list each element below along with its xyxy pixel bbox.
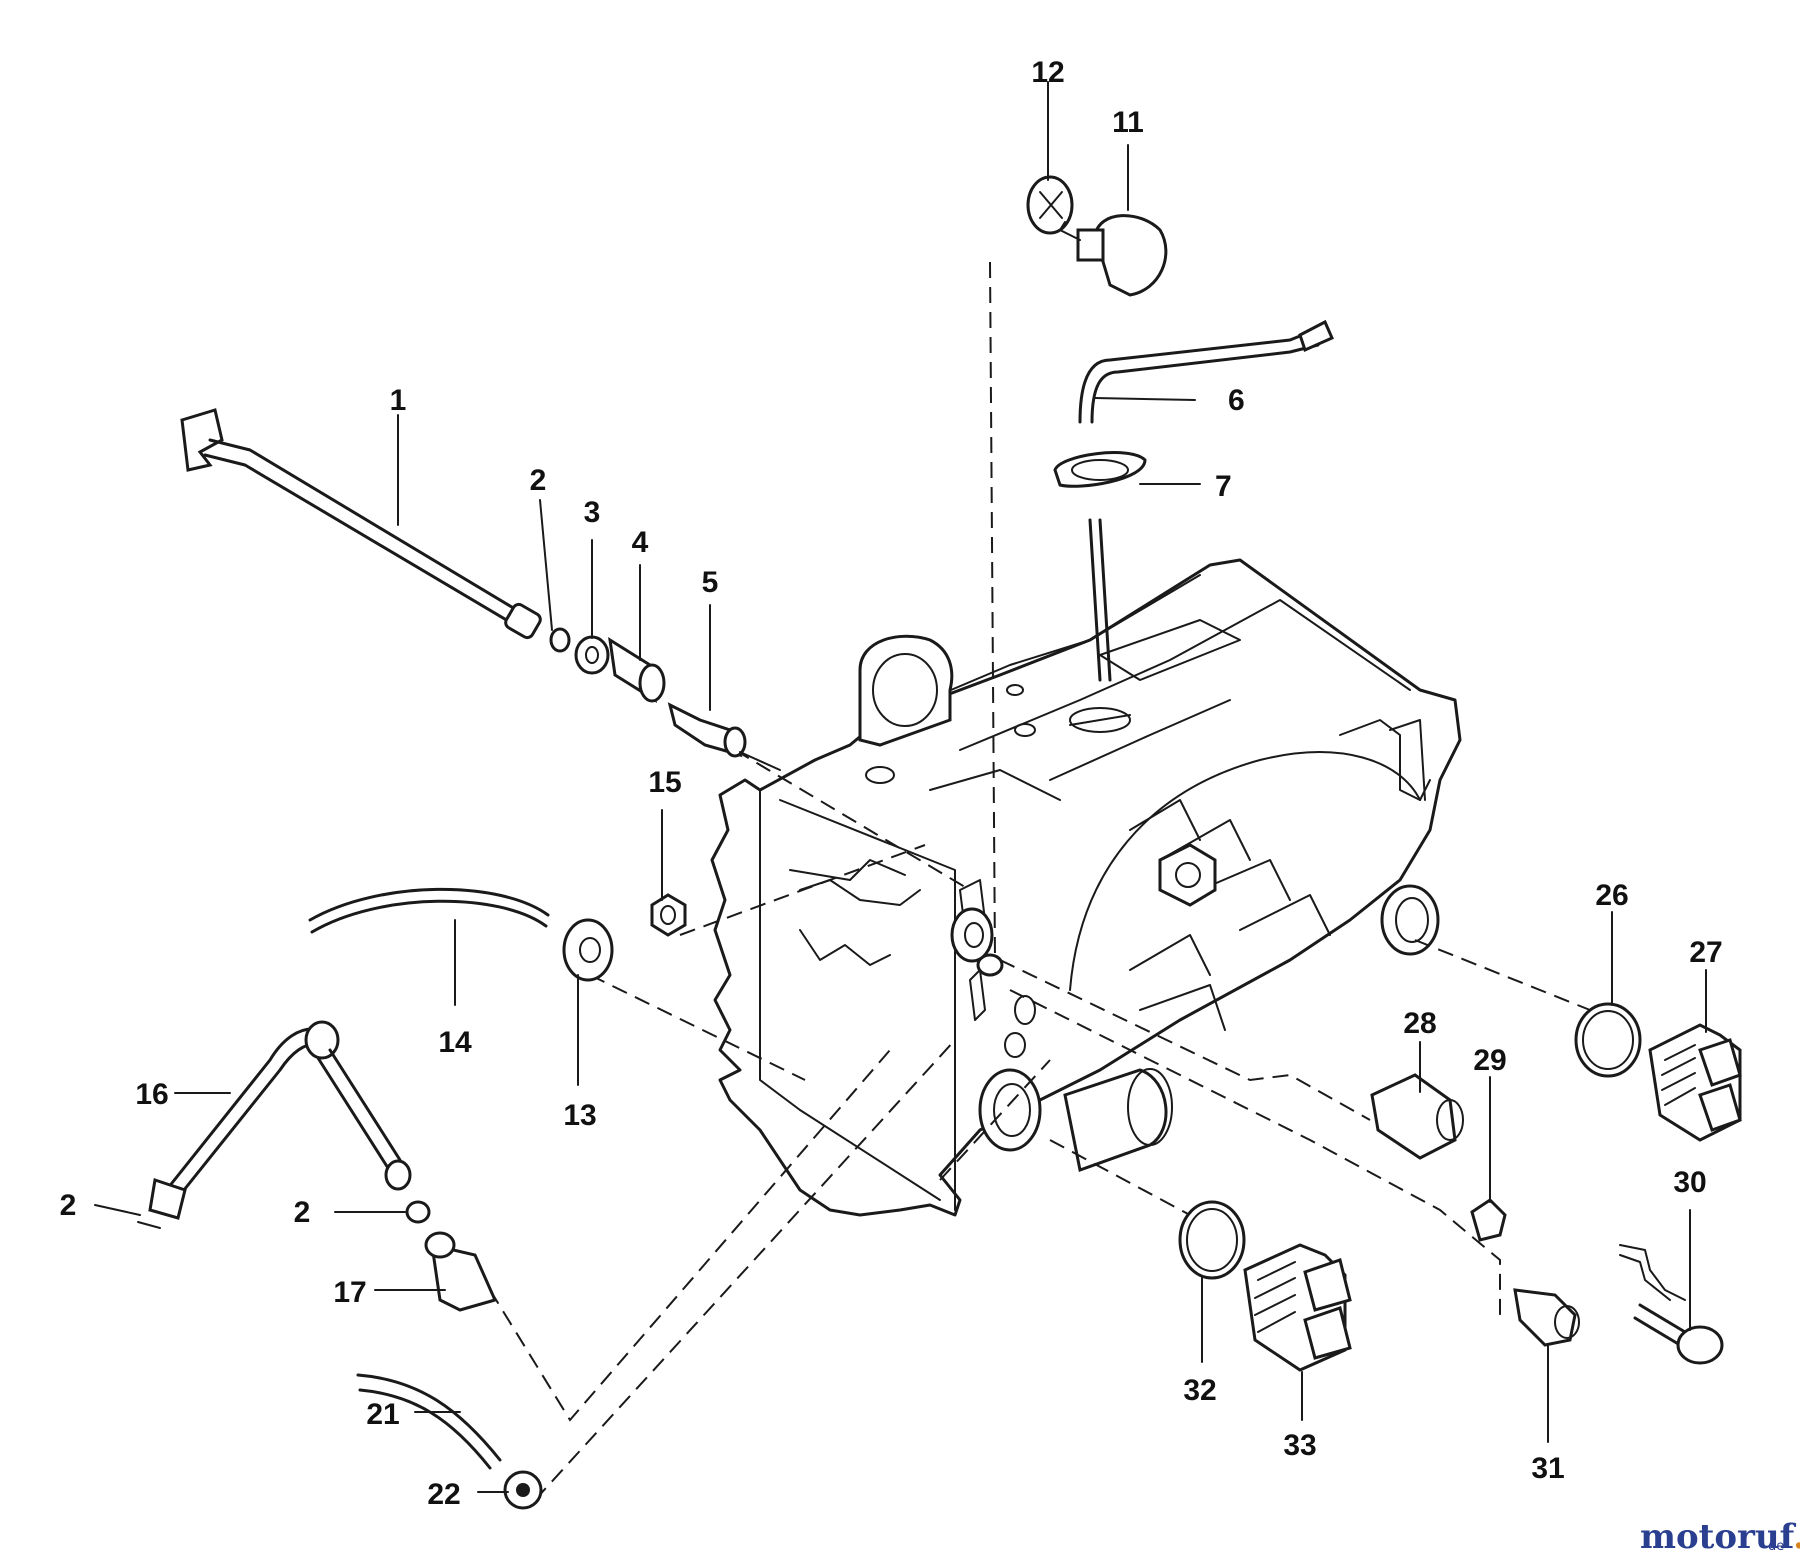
watermark-logo: motoruf. de (1640, 1517, 1800, 1557)
parts-11-12-primer (1026, 175, 1168, 297)
callout-14: 14 (438, 1026, 472, 1059)
part-16-oil-line (137, 1020, 412, 1229)
callout-4: 4 (632, 526, 649, 559)
assembly-lines (489, 261, 1591, 1501)
callout-16: 16 (135, 1078, 168, 1111)
watermark-brand: motoruf (1640, 1517, 1797, 1557)
callout-labels: 1 2 3 4 5 6 7 11 12 13 14 15 16 2 2 17 2… (60, 56, 1723, 1511)
callout-2: 2 (530, 464, 547, 497)
callout-5: 5 (702, 566, 719, 599)
callout-31: 31 (1531, 1452, 1564, 1485)
parts-28-31-fittings (1370, 1073, 1724, 1365)
callout-13: 13 (563, 1099, 596, 1132)
part-17-21-22 (356, 1200, 543, 1510)
callout-21: 21 (366, 1398, 399, 1431)
callout-33: 33 (1283, 1429, 1316, 1462)
part-15-nut (650, 893, 687, 937)
parts-2-to-5-pump-assembly (549, 627, 781, 771)
callout-2b: 2 (60, 1189, 77, 1222)
callout-27: 27 (1689, 936, 1722, 969)
callout-11: 11 (1112, 106, 1144, 139)
callout-3: 3 (584, 496, 601, 529)
parts-26-27-plug (1574, 1002, 1742, 1142)
svg-text:motoruf.: motoruf. (1640, 1517, 1800, 1557)
callout-1: 1 (390, 384, 407, 417)
callout-6: 6 (1228, 384, 1245, 417)
watermark-tld: de (1768, 1539, 1784, 1554)
callout-12: 12 (1031, 56, 1064, 89)
parts-6-7-hose-grommet (1053, 319, 1334, 682)
callout-22: 22 (427, 1478, 460, 1511)
parts-32-33-plug (1178, 1200, 1352, 1372)
callout-17: 17 (333, 1276, 366, 1309)
callout-26: 26 (1595, 879, 1628, 912)
part-1-oil-pump-rod (180, 408, 542, 640)
callout-28: 28 (1403, 1007, 1436, 1040)
callout-2c: 2 (294, 1196, 311, 1229)
callout-30: 30 (1673, 1166, 1706, 1199)
callout-29: 29 (1473, 1044, 1506, 1077)
callout-7: 7 (1215, 470, 1232, 503)
callout-15: 15 (648, 766, 681, 799)
callout-32: 32 (1183, 1374, 1216, 1407)
watermark-accent: . (1793, 1517, 1800, 1557)
crankcase-housing (710, 558, 1462, 1217)
part-13-14 (308, 887, 994, 982)
leader-lines (94, 81, 1707, 1493)
